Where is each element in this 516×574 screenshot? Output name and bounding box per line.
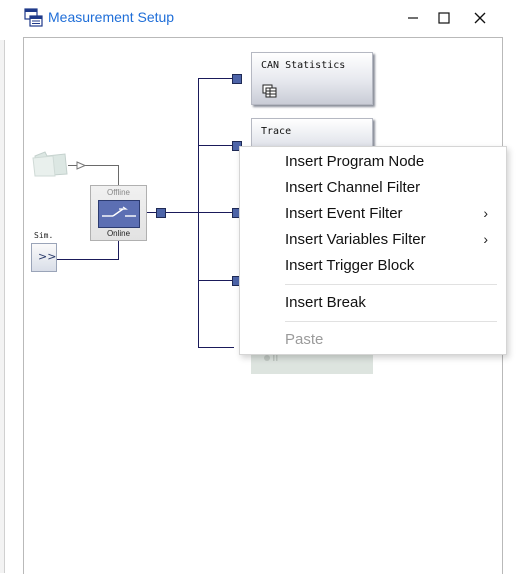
maximize-icon	[438, 12, 450, 24]
submenu-arrow-icon: ›	[483, 231, 488, 247]
menu-item-insert-program-node[interactable]: Insert Program Node	[240, 149, 506, 175]
online-offline-switch[interactable]: Offline Online	[90, 185, 147, 241]
connector-line	[68, 165, 118, 166]
connector-line	[198, 347, 234, 348]
menu-item-label: Insert Trigger Block	[285, 257, 415, 274]
minimize-icon	[408, 17, 418, 19]
connector-line	[198, 145, 234, 146]
connection-node[interactable]	[156, 208, 166, 218]
menu-item-insert-event-filter[interactable]: Insert Event Filter ›	[240, 201, 506, 227]
minimize-button[interactable]	[399, 6, 427, 30]
connector-line	[198, 280, 234, 281]
menu-item-label: Insert Break	[285, 294, 366, 311]
menu-separator	[285, 284, 497, 285]
menu-separator	[285, 321, 497, 322]
connector-line	[118, 239, 119, 259]
submenu-arrow-icon: ›	[483, 205, 488, 221]
measurement-setup-icon	[24, 8, 43, 27]
switch-icon	[98, 200, 140, 228]
block-title: CAN Statistics	[261, 60, 346, 71]
offline-label: Offline	[107, 188, 130, 197]
menu-item-label: Insert Variables Filter	[285, 231, 426, 248]
menu-item-label: Insert Event Filter	[285, 205, 403, 222]
connector-line	[145, 212, 158, 213]
menu-item-label: Insert Program Node	[285, 153, 425, 170]
menu-item-paste: Paste	[240, 327, 506, 353]
window-title: Measurement Setup	[48, 9, 175, 25]
menu-item-label: Insert Channel Filter	[285, 179, 421, 196]
connector-line	[198, 78, 234, 79]
menu-item-insert-break[interactable]: Insert Break	[240, 290, 506, 316]
left-edge-panel	[0, 40, 5, 573]
close-icon	[474, 12, 486, 24]
connector-line	[118, 165, 119, 185]
arrow-icon	[76, 161, 86, 170]
block-title: Trace	[261, 126, 292, 137]
close-button[interactable]	[466, 6, 494, 30]
online-label: Online	[106, 229, 131, 238]
menu-item-insert-variables-filter[interactable]: Insert Variables Filter ›	[240, 227, 506, 253]
connector-line	[198, 78, 199, 348]
connector-line	[55, 259, 119, 260]
sim-button[interactable]: >>	[31, 243, 57, 272]
can-statistics-block[interactable]: CAN Statistics	[251, 52, 373, 105]
folder-icon[interactable]	[31, 148, 69, 178]
menu-item-label: Paste	[285, 331, 324, 348]
connection-node[interactable]	[232, 74, 242, 84]
menu-item-insert-channel-filter[interactable]: Insert Channel Filter	[240, 175, 506, 201]
menu-item-insert-trigger-block[interactable]: Insert Trigger Block	[240, 253, 506, 279]
block-icon	[264, 355, 278, 361]
context-menu: Insert Program Node Insert Channel Filte…	[239, 146, 507, 355]
maximize-button[interactable]	[430, 6, 458, 30]
table-icon	[262, 84, 277, 98]
title-bar: Measurement Setup	[0, 0, 516, 36]
sim-label: Sim.	[34, 231, 54, 240]
connector-line	[198, 212, 234, 213]
connector-line	[166, 212, 199, 213]
sim-symbol: >>	[38, 250, 57, 263]
